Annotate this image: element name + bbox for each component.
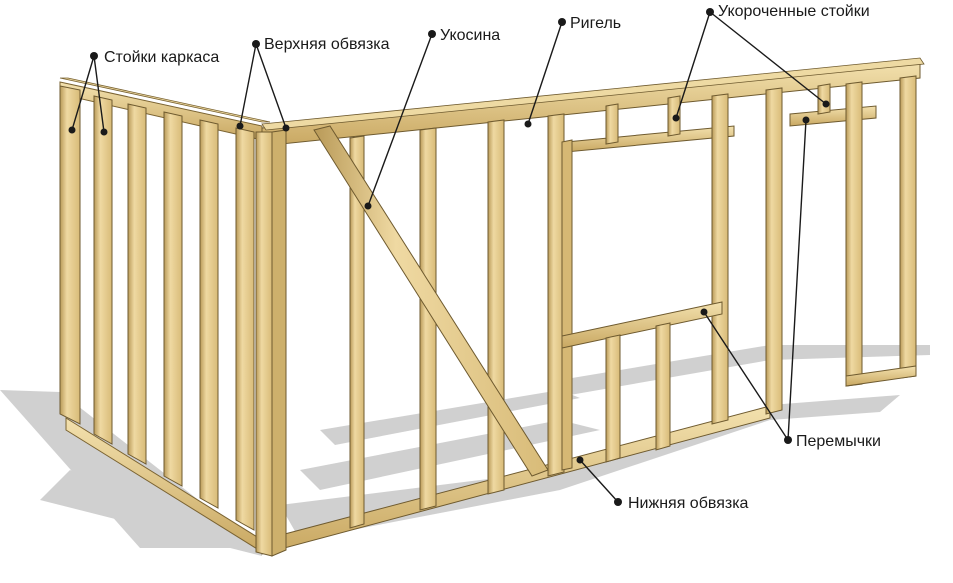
label-lintels: Перемычки: [796, 433, 881, 450]
label-brace: Укосина: [440, 27, 500, 44]
label-studs: Стойки каркаса: [104, 49, 219, 66]
label-bottom-plate: Нижняя обвязка: [628, 495, 749, 512]
cripple-studs-dot: [706, 8, 714, 16]
label-cripple-studs: Укороченные стойки: [718, 3, 870, 20]
bottom-plate-dot: [614, 498, 622, 506]
header-beam-dot: [558, 18, 566, 26]
front-wall: [255, 57, 925, 557]
top-plate-dot: [252, 40, 260, 48]
brace-dot: [428, 30, 436, 38]
left-wall: [59, 77, 271, 553]
label-header-beam: Ригель: [570, 15, 621, 32]
studs-dot: [90, 52, 98, 60]
leaders: [68, 8, 830, 506]
label-top-plate: Верхняя обвязка: [264, 36, 390, 53]
labels: Стойки каркаса Верхняя обвязка Укосина Р…: [104, 3, 881, 512]
lintels-dot: [784, 436, 792, 444]
